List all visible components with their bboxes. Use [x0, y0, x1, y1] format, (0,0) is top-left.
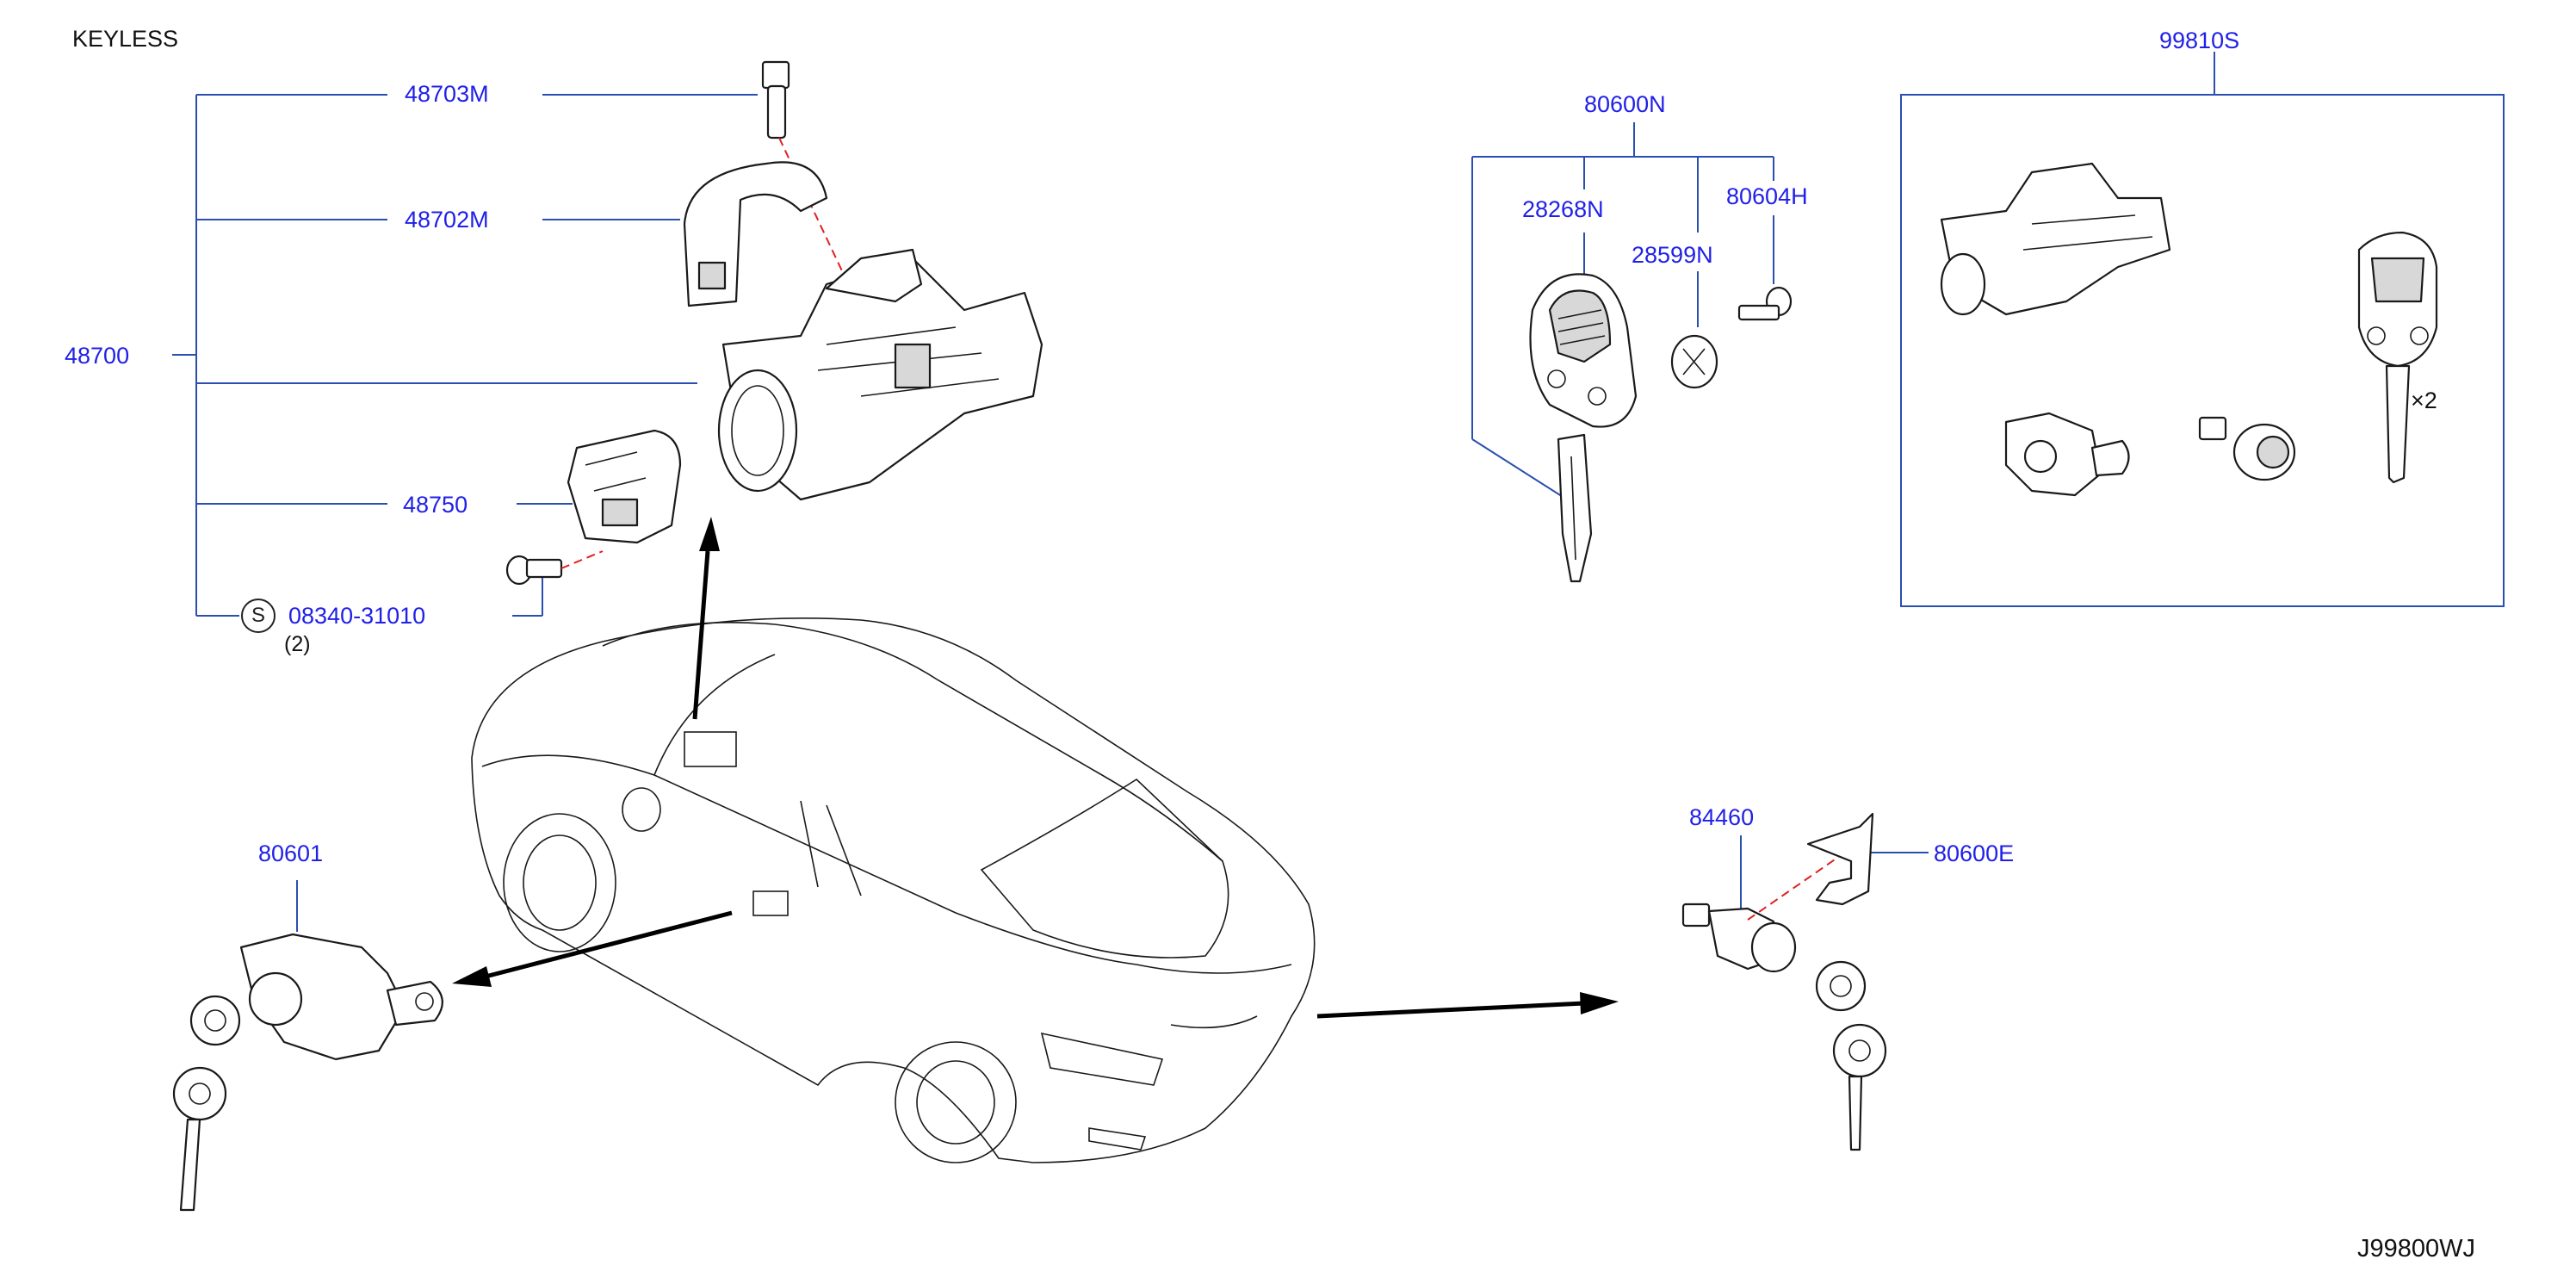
part-label-80600E[interactable]: 80600E — [1934, 841, 2015, 866]
page-title: KEYLESS — [72, 26, 179, 52]
diagram-code: J99800WJ — [2357, 1235, 2476, 1262]
trunk-lock-leader-lines — [1740, 835, 1929, 913]
part-label-80600N[interactable]: 80600N — [1584, 91, 1666, 117]
part-label-08340-31010[interactable]: 08340-31010 — [288, 603, 426, 629]
key-fob-leader-lines — [1471, 122, 1774, 500]
kit-trunk-cylinder-icon — [2198, 416, 2296, 481]
kit-99810S-box — [1900, 52, 2505, 607]
part-label-80601[interactable]: 80601 — [258, 841, 324, 866]
part-label-48700[interactable]: 48700 — [65, 343, 130, 369]
part-label-84460[interactable]: 84460 — [1689, 804, 1755, 830]
battery-28599N-icon — [1670, 334, 1718, 389]
screw-80604H-icon — [1737, 286, 1793, 321]
part-quantity: (2) — [284, 632, 311, 656]
part-label-48750[interactable]: 48750 — [403, 492, 468, 518]
remote-28268N-icon — [1529, 273, 1638, 428]
door-lock-80601-icon — [172, 880, 443, 1212]
pointer-arrows — [452, 517, 1619, 1019]
screw-08340-icon — [505, 550, 604, 586]
part-label-99810S[interactable]: 99810S — [2159, 28, 2240, 53]
part-label-48703M[interactable]: 48703M — [405, 81, 489, 107]
part-label-28599N[interactable]: 28599N — [1632, 242, 1713, 268]
steering-lock-48700-icon — [717, 248, 1043, 501]
key-blade-icon — [1557, 433, 1593, 583]
trunk-keys-icon — [1815, 960, 1887, 1151]
retainer-80600E-icon — [1806, 812, 1874, 906]
ignition-leader-lines — [172, 94, 758, 617]
part-label-28268N[interactable]: 28268N — [1522, 196, 1604, 222]
part-label-48702M[interactable]: 48702M — [405, 207, 489, 233]
vehicle-outline-icon — [471, 617, 1316, 1163]
part-label-80604H[interactable]: 80604H — [1726, 183, 1808, 209]
clip-48702M-icon — [683, 161, 828, 307]
kit-key-icon — [2357, 231, 2438, 484]
trunk-cylinder-84460-icon — [1681, 847, 1852, 973]
kit-steering-lock-icon — [1940, 162, 2171, 316]
kit-door-lock-icon — [2004, 412, 2130, 497]
standard-part-badge: S — [241, 599, 276, 633]
kit-quantity: ×2 — [2411, 388, 2437, 413]
cylinder-48750-icon — [567, 429, 682, 544]
